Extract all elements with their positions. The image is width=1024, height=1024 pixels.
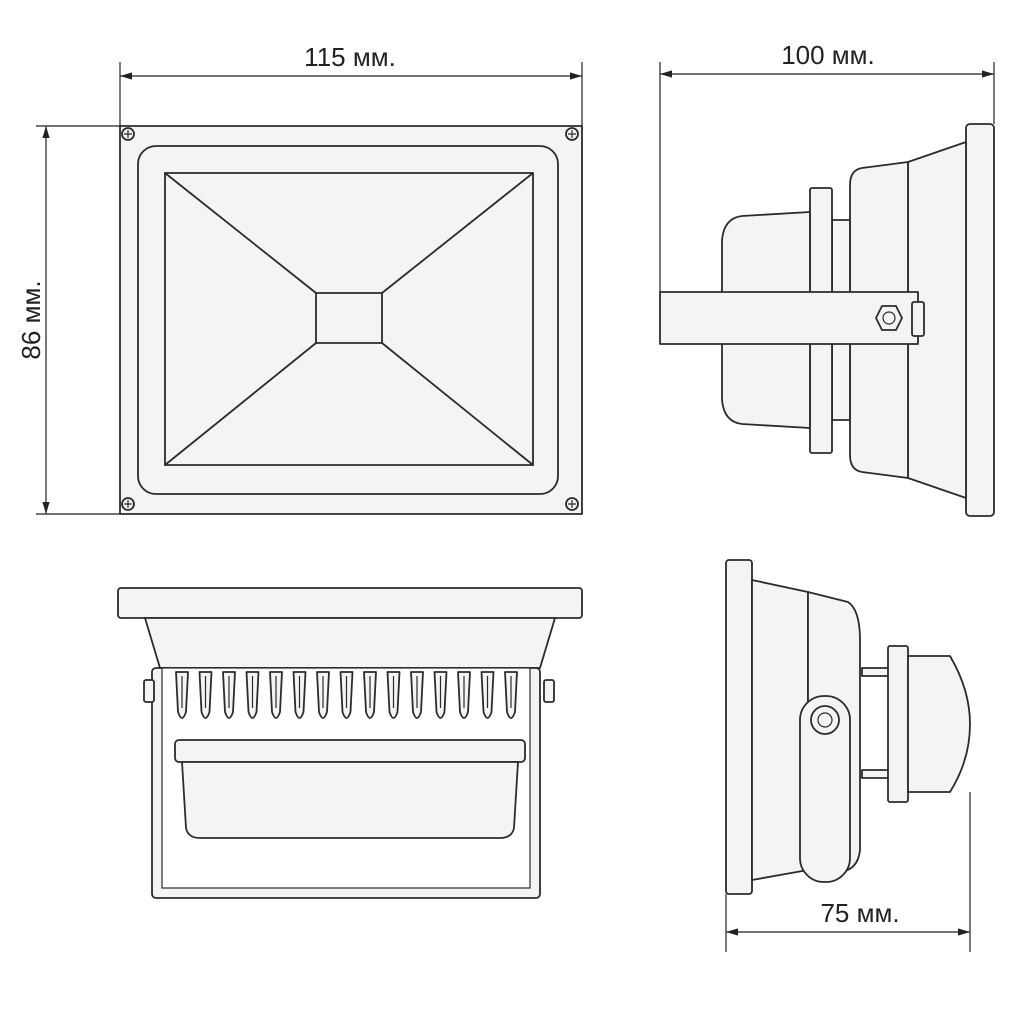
side-view-right	[659, 123, 995, 517]
width-label: 115 мм.	[304, 42, 396, 72]
screw-icon	[565, 497, 579, 511]
bottom-view	[117, 587, 583, 899]
height-dimension: 86 мм.	[16, 125, 120, 515]
screw-icon	[121, 127, 135, 141]
front-view	[119, 125, 583, 515]
bracket-depth-label: 75 мм.	[820, 898, 899, 928]
depth-label: 100 мм.	[781, 40, 875, 70]
width-dimension: 115 мм.	[119, 42, 583, 126]
pivot-bolt-icon	[810, 705, 840, 735]
bracket-depth-dimension: 75 мм.	[725, 792, 971, 952]
nut-icon	[875, 305, 903, 331]
heat-sink-fins	[175, 671, 518, 719]
depth-dimension: 100 мм.	[659, 40, 995, 292]
screw-icon	[121, 497, 135, 511]
screw-icon	[565, 127, 579, 141]
height-label: 86 мм.	[16, 280, 46, 359]
side-view-tilted	[725, 559, 971, 895]
